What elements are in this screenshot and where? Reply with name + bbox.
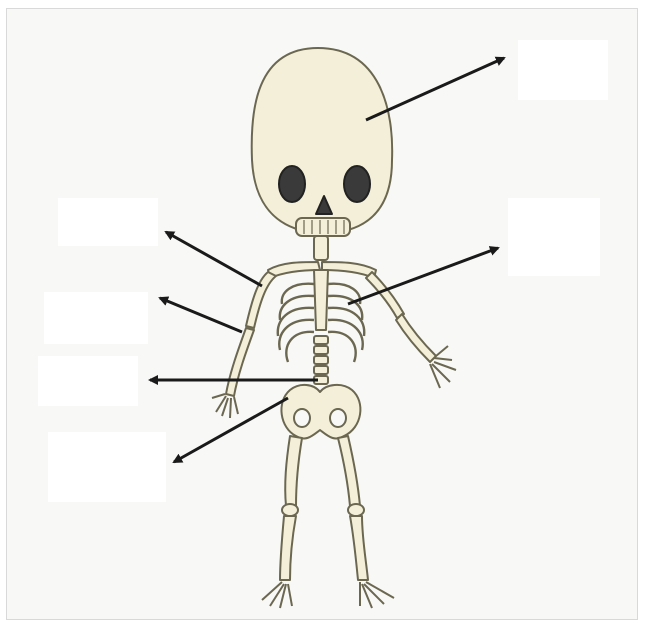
right-femur bbox=[338, 436, 360, 506]
sternum bbox=[314, 270, 328, 330]
left-foot bbox=[262, 582, 292, 608]
arrow-collarbone bbox=[166, 232, 262, 286]
left-femur bbox=[285, 436, 302, 506]
arrow-humerus bbox=[160, 298, 242, 332]
arrow-skull bbox=[366, 58, 504, 120]
left-eye-socket bbox=[279, 166, 305, 202]
right-hand bbox=[430, 346, 456, 388]
pelvis bbox=[281, 385, 360, 439]
left-hand bbox=[212, 394, 238, 418]
right-tibia bbox=[350, 516, 368, 580]
left-tibia bbox=[280, 516, 296, 580]
right-foot bbox=[360, 582, 394, 608]
left-radius-ulna bbox=[226, 328, 254, 396]
right-radius-ulna bbox=[396, 314, 436, 362]
right-eye-socket bbox=[344, 166, 370, 202]
spine bbox=[314, 336, 328, 384]
skeleton-figure bbox=[212, 48, 456, 608]
neck-vertebrae bbox=[314, 236, 328, 260]
